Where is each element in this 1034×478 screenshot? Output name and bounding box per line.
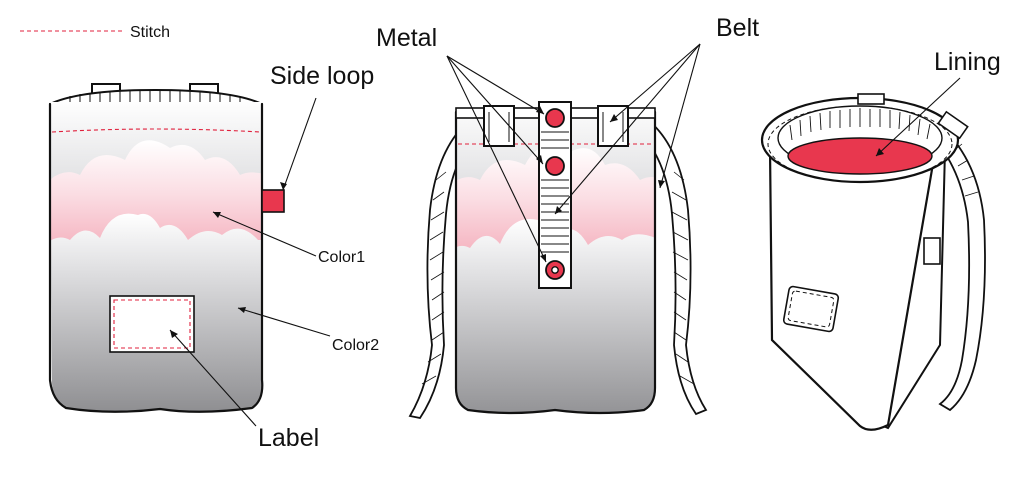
stitch-legend-label: Stitch (130, 24, 170, 41)
persp-label-patch (782, 285, 840, 333)
callout-label: Label (258, 424, 319, 452)
back-center-belt-ribs (541, 131, 569, 253)
persp-belt (928, 123, 986, 412)
perspective-view (760, 93, 986, 431)
front-color1-region (50, 140, 263, 260)
front-side-loop (261, 189, 285, 213)
persp-side-loop (923, 237, 941, 265)
back-metal-rivet-1 (545, 108, 565, 128)
callout-color2: Color2 (332, 337, 379, 354)
back-metal-rivet-3-hole (551, 266, 559, 274)
leader-lines (169, 43, 961, 427)
back-view (408, 101, 708, 420)
callout-color1: Color1 (318, 249, 365, 266)
back-body-outline (454, 110, 657, 415)
persp-lining (787, 137, 933, 175)
back-color2-region (456, 218, 655, 413)
front-view (48, 83, 285, 413)
stitch-legend: Stitch (20, 24, 170, 41)
back-belt-hatching (421, 171, 695, 385)
callout-belt: Belt (716, 14, 759, 42)
back-belt-right (626, 112, 708, 416)
persp-rim-stitch (767, 105, 953, 183)
persp-top-tab (857, 93, 885, 105)
back-belt-left (408, 112, 492, 420)
front-label-patch (109, 295, 195, 353)
persp-side-tab (937, 110, 969, 140)
front-top-stitch (51, 128, 261, 133)
callout-metal: Metal (376, 24, 437, 52)
persp-inner-ribs (789, 108, 931, 141)
front-label-stitch (113, 299, 191, 349)
callout-lining: Lining (934, 48, 1001, 76)
front-body-outline (48, 102, 264, 413)
persp-label-stitch (787, 290, 835, 328)
back-metal-rivet-2 (545, 156, 565, 176)
callout-side-loop: Side loop (270, 62, 374, 90)
